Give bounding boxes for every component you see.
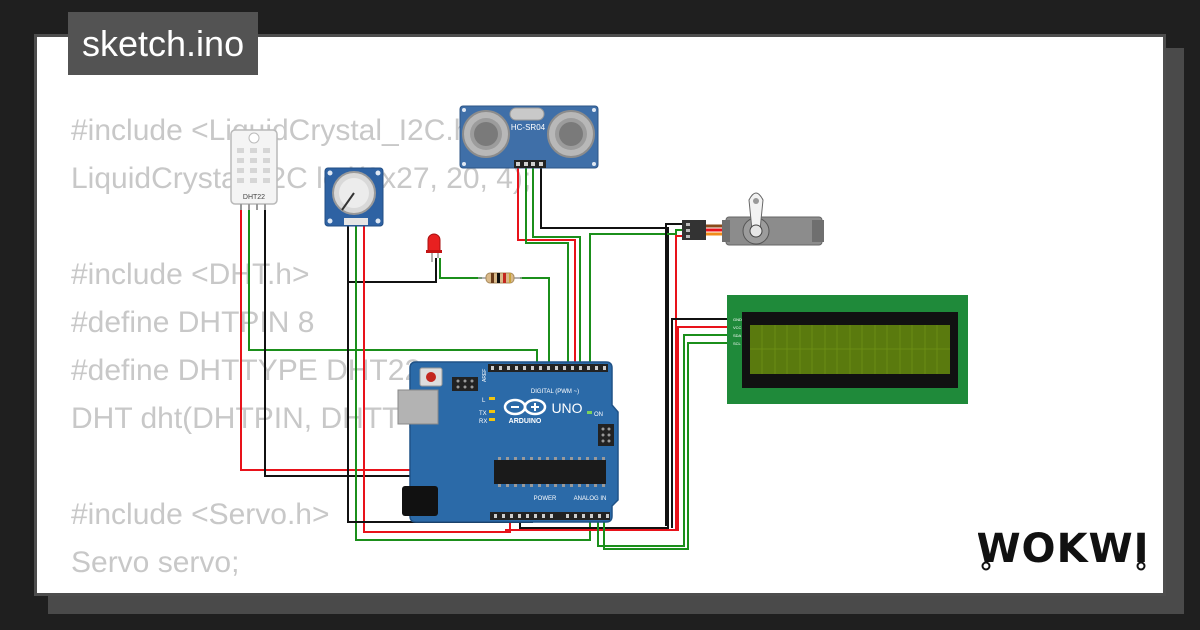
lcd-pin-sda: SDA [733, 333, 742, 338]
on-label: ON [594, 412, 603, 418]
dht22-sensor[interactable]: DHT22 [230, 129, 278, 210]
wire-lcd-vcc [677, 326, 728, 531]
wire-pot-gnd [347, 225, 437, 283]
wire-pot-vcc [363, 225, 511, 533]
arduino-model: UNO [551, 400, 582, 416]
digital-label: DIGITAL (PWM ~) [531, 389, 579, 395]
wire-led-resistor [439, 258, 482, 279]
wire-us-vcc [517, 168, 576, 372]
wire-servo-gnd [665, 223, 688, 526]
lcd-pin-vcc: VCC [733, 325, 742, 330]
hc-sr04-label: HC-SR04 [511, 123, 546, 132]
red-led[interactable] [426, 233, 442, 262]
arduino-brand: ARDUINO [509, 418, 542, 425]
hc-sr04-sensor[interactable]: HC-SR04 [459, 105, 599, 169]
power-jack [402, 486, 438, 516]
lcd-display[interactable]: GND VCC SDA SCL [727, 295, 968, 404]
wokwi-logo: WOKWI [978, 526, 1148, 572]
wire-us-gnd [519, 168, 669, 529]
code-line: #include <DHT.h> [71, 258, 310, 291]
sketch-title: sketch.ino [68, 12, 259, 75]
wire-lcd-gnd [671, 318, 728, 528]
tx-label: TX [479, 411, 487, 417]
wire-lcd-scl [603, 342, 728, 550]
dht22-label: DHT22 [243, 194, 265, 201]
arduino-logo [503, 398, 547, 416]
wire-servo-signal [589, 229, 688, 372]
power-label: POWER [534, 496, 557, 502]
arduino-uno[interactable]: DIGITAL (PWM ~) AREF L TX RX ARDUINO UNO… [397, 361, 619, 523]
wokwi-logo-text: WOKWI [978, 526, 1148, 572]
potentiometer[interactable] [324, 167, 384, 227]
lcd-pin-gnd: GND [733, 317, 742, 322]
resistor[interactable] [478, 272, 522, 284]
code-line: #define DHTTYPE DHT22 [71, 354, 422, 387]
wire-us-trig [525, 168, 569, 372]
wire-resistor-pin [520, 277, 550, 372]
logo-dot-left [981, 561, 991, 571]
wire-dht-data [248, 205, 538, 372]
wire-us-echo [532, 168, 581, 372]
lcd-grid [750, 325, 950, 374]
aref-label: AREF [482, 369, 488, 382]
code-line: #include <Servo.h> [71, 498, 330, 531]
code-line: #define DHTPIN 8 [71, 306, 315, 339]
lcd-pin-scl: SCL [733, 341, 742, 346]
analog-label: ANALOG IN [574, 496, 607, 502]
code-line: Servo servo; [71, 546, 240, 579]
rx-label: RX [479, 419, 487, 425]
logo-dot-right [1136, 561, 1146, 571]
wire-lcd-sda [597, 334, 728, 547]
usb-port [397, 389, 439, 425]
servo-motor[interactable] [682, 192, 824, 246]
atmega-chip [494, 460, 606, 484]
l-label: L [482, 398, 486, 404]
